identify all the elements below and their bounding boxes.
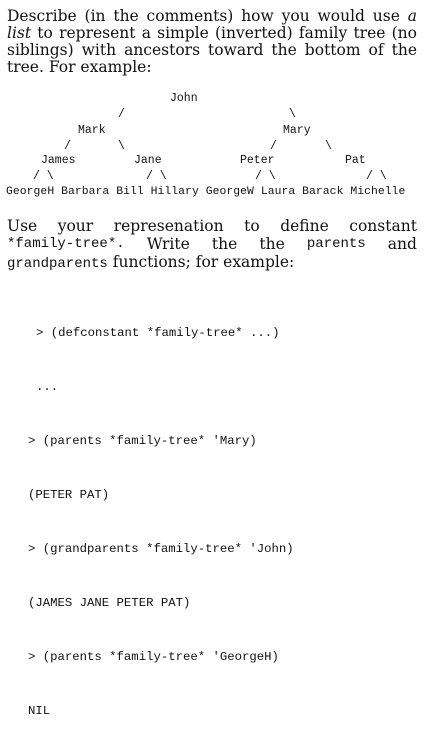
repl-line: > (parents *family-tree* 'Mary) [28, 434, 257, 448]
leaf-michelle: Michelle [350, 186, 406, 198]
family-tree-diagram: John / \ Mark Mary / \ / \ James Jane Pe… [0, 0, 427, 210]
repl-line: > (parents *family-tree* 'GeorgeH) [28, 650, 279, 664]
instructions-line-1: Use your represenation to define constan… [7, 218, 417, 236]
instr-word: and [387, 235, 417, 253]
repl-output: NIL [28, 704, 51, 718]
tree-edge: / \ [366, 170, 387, 183]
leaf-georgeh: GeorgeH [6, 186, 55, 198]
intro-text-2: to represent a simple (inverted) family … [7, 24, 417, 76]
repl-output: (PETER PAT) [28, 488, 110, 502]
tree-edge: / [64, 140, 71, 153]
leaf-barbara: Barbara [61, 186, 110, 198]
instr-word: the [211, 235, 238, 253]
tree-node-peter: Peter [240, 154, 275, 167]
tree-node-root: John [170, 92, 198, 105]
instructions-paragraph: Use your represenation to define constan… [7, 218, 417, 273]
grandparents-function-name: grandparents [7, 256, 108, 272]
intro-emphasis: a list [7, 7, 417, 42]
tree-node-jane: Jane [134, 154, 162, 167]
tree-node-pat: Pat [345, 154, 366, 167]
tree-edge: / [118, 108, 125, 121]
tree-edge: / \ [146, 170, 167, 183]
tree-edge: \ [118, 140, 125, 153]
leaf-barack: Barack [302, 186, 344, 198]
leaf-hillary: Hillary [150, 186, 199, 198]
intro-text-1: Describe (in the comments) how you would… [7, 7, 408, 25]
family-tree-constant: *family-tree*. [7, 236, 125, 252]
repl-line: > (defconstant *family-tree* ...) [36, 326, 280, 340]
intro-paragraph: Describe (in the comments) how you would… [7, 8, 417, 76]
instr-word: constant [349, 217, 417, 235]
instructions-line-2: *family-tree*. Write the the parents and [7, 236, 417, 254]
leaf-bill: Bill [116, 186, 144, 198]
tree-node-mary: Mary [283, 124, 311, 137]
tree-node-james: James [41, 154, 76, 167]
instr-word: represenation [113, 217, 224, 235]
instr-rest: functions; for example: [107, 253, 295, 271]
instr-word: define [280, 217, 329, 235]
leaf-laura: Laura [260, 186, 296, 198]
instr-word: Write [146, 235, 190, 253]
repl-example: > (defconstant *family-tree* ...) ... > … [28, 288, 294, 738]
tree-leaves-row: GeorgeH Barbara Bill Hillary GeorgeW Lau… [6, 186, 405, 198]
tree-node-mark: Mark [78, 124, 106, 137]
leaf-georgew: GeorgeW [205, 186, 254, 198]
repl-line: > (grandparents *family-tree* 'John) [28, 542, 294, 556]
tree-edge: \ [289, 108, 296, 121]
tree-edge: / \ [255, 170, 276, 183]
repl-output: (JAMES JANE PETER PAT) [28, 596, 191, 610]
tree-edge: \ [325, 140, 332, 153]
repl-line: ... [36, 380, 59, 394]
parents-function-name: parents [306, 236, 366, 252]
instr-word: Use [7, 217, 38, 235]
tree-edge: / [270, 140, 277, 153]
instr-word: your [57, 217, 94, 235]
instr-word: to [244, 217, 260, 235]
instructions-line-3: grandparents functions; for example: [7, 253, 417, 273]
tree-edge: / \ [33, 170, 54, 183]
instr-word: the [259, 235, 285, 253]
